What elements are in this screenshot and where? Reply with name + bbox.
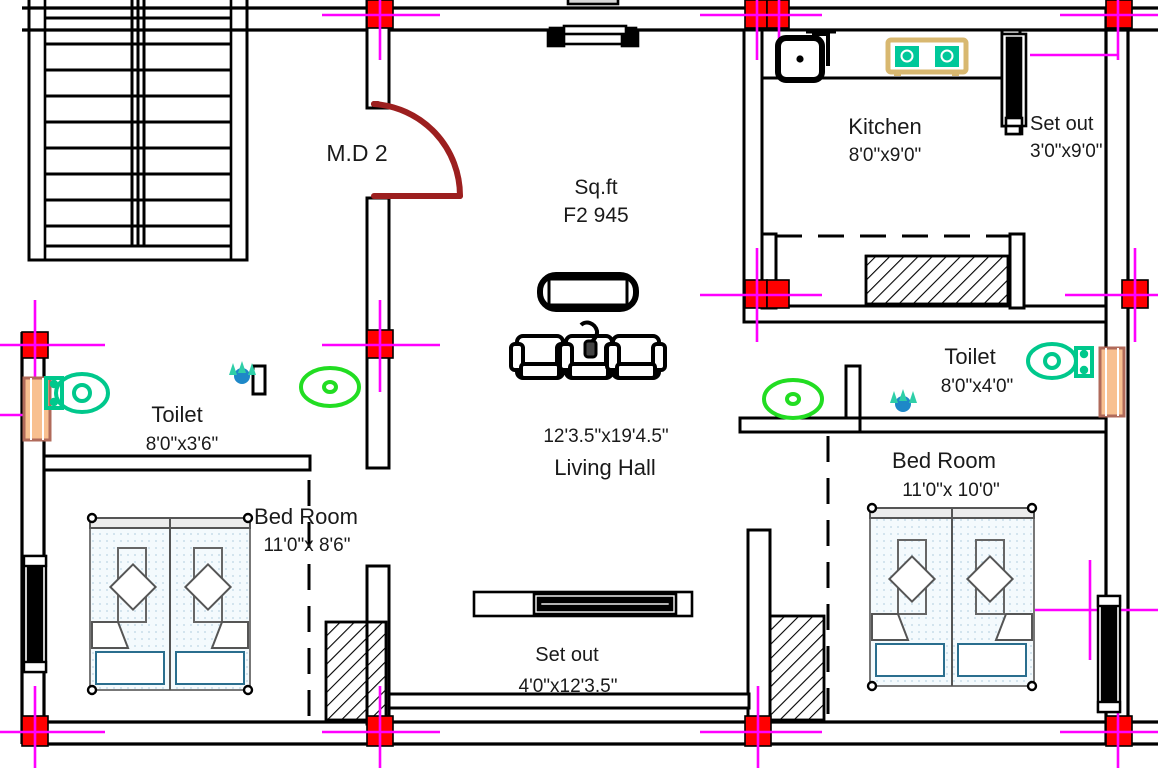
room-dims-living-hall: 12'3.5"x19'4.5" <box>543 426 669 447</box>
sqft-label: Sq.ft <box>574 176 618 199</box>
bed-icon <box>86 512 254 696</box>
window-icon <box>472 590 694 618</box>
coffee-table-icon <box>537 272 639 312</box>
room-label-bedroom-right: Bed Room <box>892 448 996 473</box>
wash-basin-icon <box>762 378 824 420</box>
room-label-living-hall: Living Hall <box>554 455 656 480</box>
room-dims-setout-bottom: 4'0"x12'3.5" <box>518 676 618 697</box>
room-label-setout-bottom: Set out <box>535 644 599 666</box>
sqft-value: F2 945 <box>563 204 629 227</box>
room-dims-bedroom-right: 11'0"x 10'0" <box>902 480 1000 501</box>
window-icon <box>22 554 48 674</box>
window-icon <box>546 0 640 48</box>
room-label-bedroom-left: Bed Room <box>254 504 358 529</box>
room-label-toilet-left: Toilet <box>151 402 203 427</box>
shower-head-icon <box>890 389 917 412</box>
bed-icon <box>866 502 1038 692</box>
kitchen-sink-icon <box>775 35 825 83</box>
gas-stove-icon <box>885 37 969 76</box>
wash-basin-icon <box>299 366 361 408</box>
room-dims-kitchen: 8'0"x9'0" <box>848 145 922 166</box>
wc-toilet-icon <box>1026 342 1094 380</box>
window-icon <box>1096 594 1122 714</box>
staircase-icon <box>27 0 249 262</box>
wardrobe-hatch-icon <box>324 254 1010 722</box>
shower-head-icon <box>229 361 256 384</box>
window-icon <box>1098 346 1126 418</box>
wc-toilet-icon <box>44 372 110 414</box>
room-dims-setout-right: 3'0"x9'0" <box>1030 141 1103 162</box>
room-label-kitchen: Kitchen <box>848 114 922 139</box>
room-dims-bedroom-left: 11'0"x 8'6" <box>263 535 351 556</box>
kitchen-faucet-icon <box>806 28 836 66</box>
dashed-projection-lines <box>307 234 1010 724</box>
room-dims-toilet-left: 8'0"x3'6" <box>145 434 219 455</box>
window-icon <box>1000 32 1028 136</box>
room-label-setout-right: Set out <box>1030 113 1094 135</box>
room-label-toilet-right: Toilet <box>944 344 996 369</box>
door-tag-label: M.D 2 <box>326 140 388 166</box>
sofa-set-icon <box>509 320 667 380</box>
door-swing-icon <box>371 101 464 199</box>
room-dims-toilet-right: 8'0"x4'0" <box>940 376 1014 397</box>
